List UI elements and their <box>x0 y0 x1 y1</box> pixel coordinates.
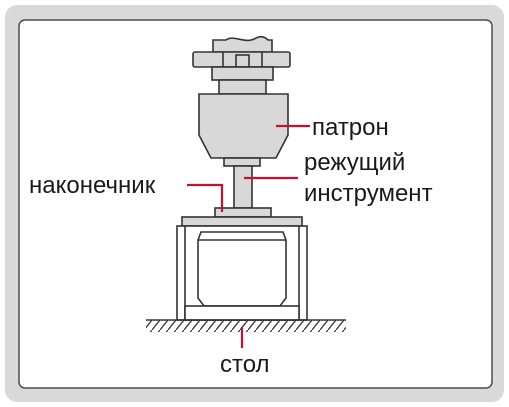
chuck-body <box>198 93 289 159</box>
table-foot <box>184 305 300 321</box>
leader-tip <box>187 183 224 212</box>
label-chuck: патрон <box>312 114 389 141</box>
label-cutting-tool-line1: режущий <box>304 149 405 176</box>
table-top-plate <box>181 216 303 227</box>
chuck-assembly <box>192 35 291 167</box>
cutting-tool-shank <box>233 165 253 209</box>
spindle-flange-nut <box>235 54 250 68</box>
table-inner-frame <box>197 231 287 307</box>
label-tip: наконечник <box>29 172 156 199</box>
table-assembly <box>176 216 308 321</box>
spindle-neck <box>218 79 267 95</box>
label-cutting-tool-line2: инструмент <box>304 180 433 207</box>
frame-border-inner <box>18 19 493 389</box>
labels: патрон режущий инструмент наконечник сто… <box>29 114 433 378</box>
spindle-cap <box>212 35 273 53</box>
label-table: стол <box>220 351 270 378</box>
tip-part <box>214 207 272 218</box>
leader-lines <box>187 124 310 348</box>
cutting-tool <box>233 165 253 209</box>
tip-block <box>214 207 272 218</box>
ground-hatch <box>146 319 346 332</box>
spindle-collar <box>211 66 274 81</box>
collet <box>223 157 261 167</box>
